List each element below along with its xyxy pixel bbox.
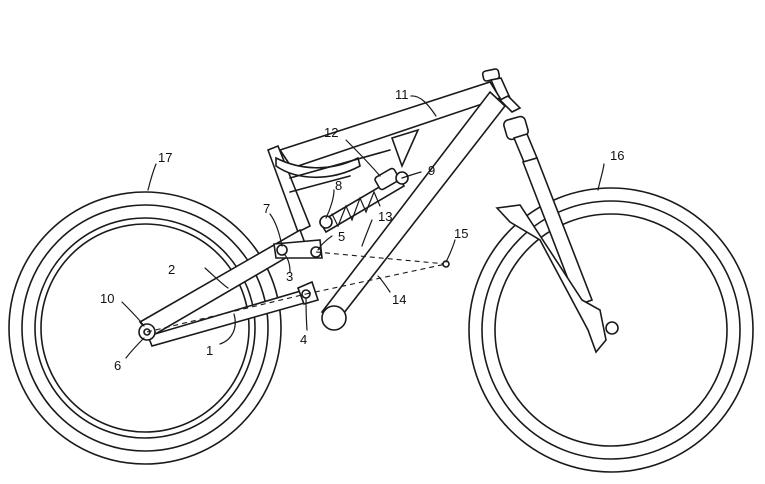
front-fork xyxy=(481,68,619,354)
label-4: 4 xyxy=(300,332,307,347)
label-15: 15 xyxy=(454,226,468,241)
label-5: 5 xyxy=(338,229,345,244)
lower-pivot xyxy=(296,280,320,305)
label-16: 16 xyxy=(610,148,624,163)
label-7: 7 xyxy=(263,201,270,216)
label-6: 6 xyxy=(114,358,121,373)
label-12: 12 xyxy=(324,125,338,140)
main-frame xyxy=(266,81,507,331)
reference-numerals: 1 2 3 4 5 6 7 8 9 10 11 12 13 14 15 16 1… xyxy=(100,87,624,373)
label-3: 3 xyxy=(286,269,293,284)
label-10: 10 xyxy=(100,291,114,306)
leader-lines xyxy=(121,95,605,359)
label-11: 11 xyxy=(395,87,409,102)
label-17: 17 xyxy=(158,150,172,165)
shock-absorber xyxy=(318,167,409,234)
label-13: 13 xyxy=(378,209,392,224)
front-wheel xyxy=(468,187,754,473)
label-14: 14 xyxy=(392,292,406,307)
label-1: 1 xyxy=(206,343,213,358)
virtual-pivot-lines xyxy=(146,251,450,333)
label-8: 8 xyxy=(335,178,342,193)
label-9: 9 xyxy=(428,163,435,178)
rear-wheel xyxy=(8,191,282,465)
label-2: 2 xyxy=(168,262,175,277)
